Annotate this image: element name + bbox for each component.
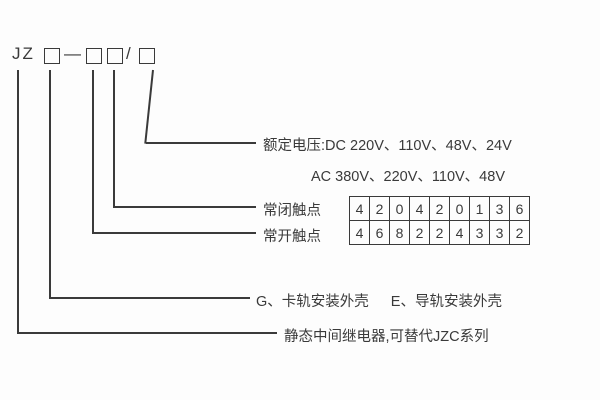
table-cell: 4 — [349, 220, 370, 245]
label-shell-options: G、卡轨安装外壳 E、导轨安装外壳 — [256, 290, 502, 311]
table-cell: 3 — [489, 196, 510, 221]
table-cell: 3 — [469, 220, 490, 245]
leader-hline-voltage — [146, 142, 256, 144]
model-code-prefix: JZ — [12, 44, 35, 63]
table-cell: 8 — [389, 220, 410, 245]
table-row-nc: 4 2 0 4 2 0 1 3 6 — [349, 196, 530, 221]
table-cell: 4 — [349, 196, 370, 221]
leader-vline-nc-contacts — [113, 70, 115, 208]
leader-vline-series — [17, 70, 19, 334]
table-cell: 4 — [449, 220, 470, 245]
table-cell: 0 — [389, 196, 410, 221]
table-row-no: 4 6 8 2 2 4 3 3 2 — [349, 220, 530, 245]
model-code-dash: — — [64, 44, 83, 63]
table-cell: 2 — [509, 220, 530, 245]
model-code-box-1 — [44, 48, 60, 64]
model-code-slash: / — [126, 44, 133, 63]
table-cell: 4 — [409, 196, 430, 221]
label-shell-e: E、导轨安装外壳 — [390, 294, 502, 310]
table-cell: 6 — [369, 220, 390, 245]
label-nc-contacts: 常闭触点 — [263, 203, 321, 219]
label-series-description: 静态中间继电器,可替代JZC系列 — [284, 329, 489, 345]
table-cell: 6 — [509, 196, 530, 221]
leader-hline-shell — [49, 297, 250, 299]
leader-hline-series — [17, 332, 277, 334]
leader-vline-no-contacts — [92, 70, 94, 234]
table-cell: 0 — [449, 196, 470, 221]
leader-hline-nc-contacts — [113, 206, 256, 208]
model-code-box-4 — [139, 48, 155, 64]
label-rated-voltage-dc: 额定电压:DC 220V、110V、48V、24V — [263, 138, 512, 154]
table-cell: 2 — [369, 196, 390, 221]
leader-diagonal-voltage — [144, 69, 154, 144]
table-cell: 1 — [469, 196, 490, 221]
leader-hline-no-contacts — [92, 232, 256, 234]
table-cell: 2 — [429, 196, 450, 221]
contact-count-table: 4 2 0 4 2 0 1 3 6 4 6 8 2 2 4 3 3 2 — [349, 196, 530, 245]
model-code-box-3 — [107, 48, 123, 64]
table-cell: 2 — [409, 220, 430, 245]
table-cell: 2 — [429, 220, 450, 245]
leader-vline-shell — [49, 70, 51, 299]
label-rated-voltage-ac: AC 380V、220V、110V、48V — [311, 169, 505, 185]
table-cell: 3 — [489, 220, 510, 245]
model-code-box-2 — [86, 48, 102, 64]
label-no-contacts: 常开触点 — [263, 229, 321, 245]
label-shell-g: G、卡轨安装外壳 — [256, 294, 369, 310]
